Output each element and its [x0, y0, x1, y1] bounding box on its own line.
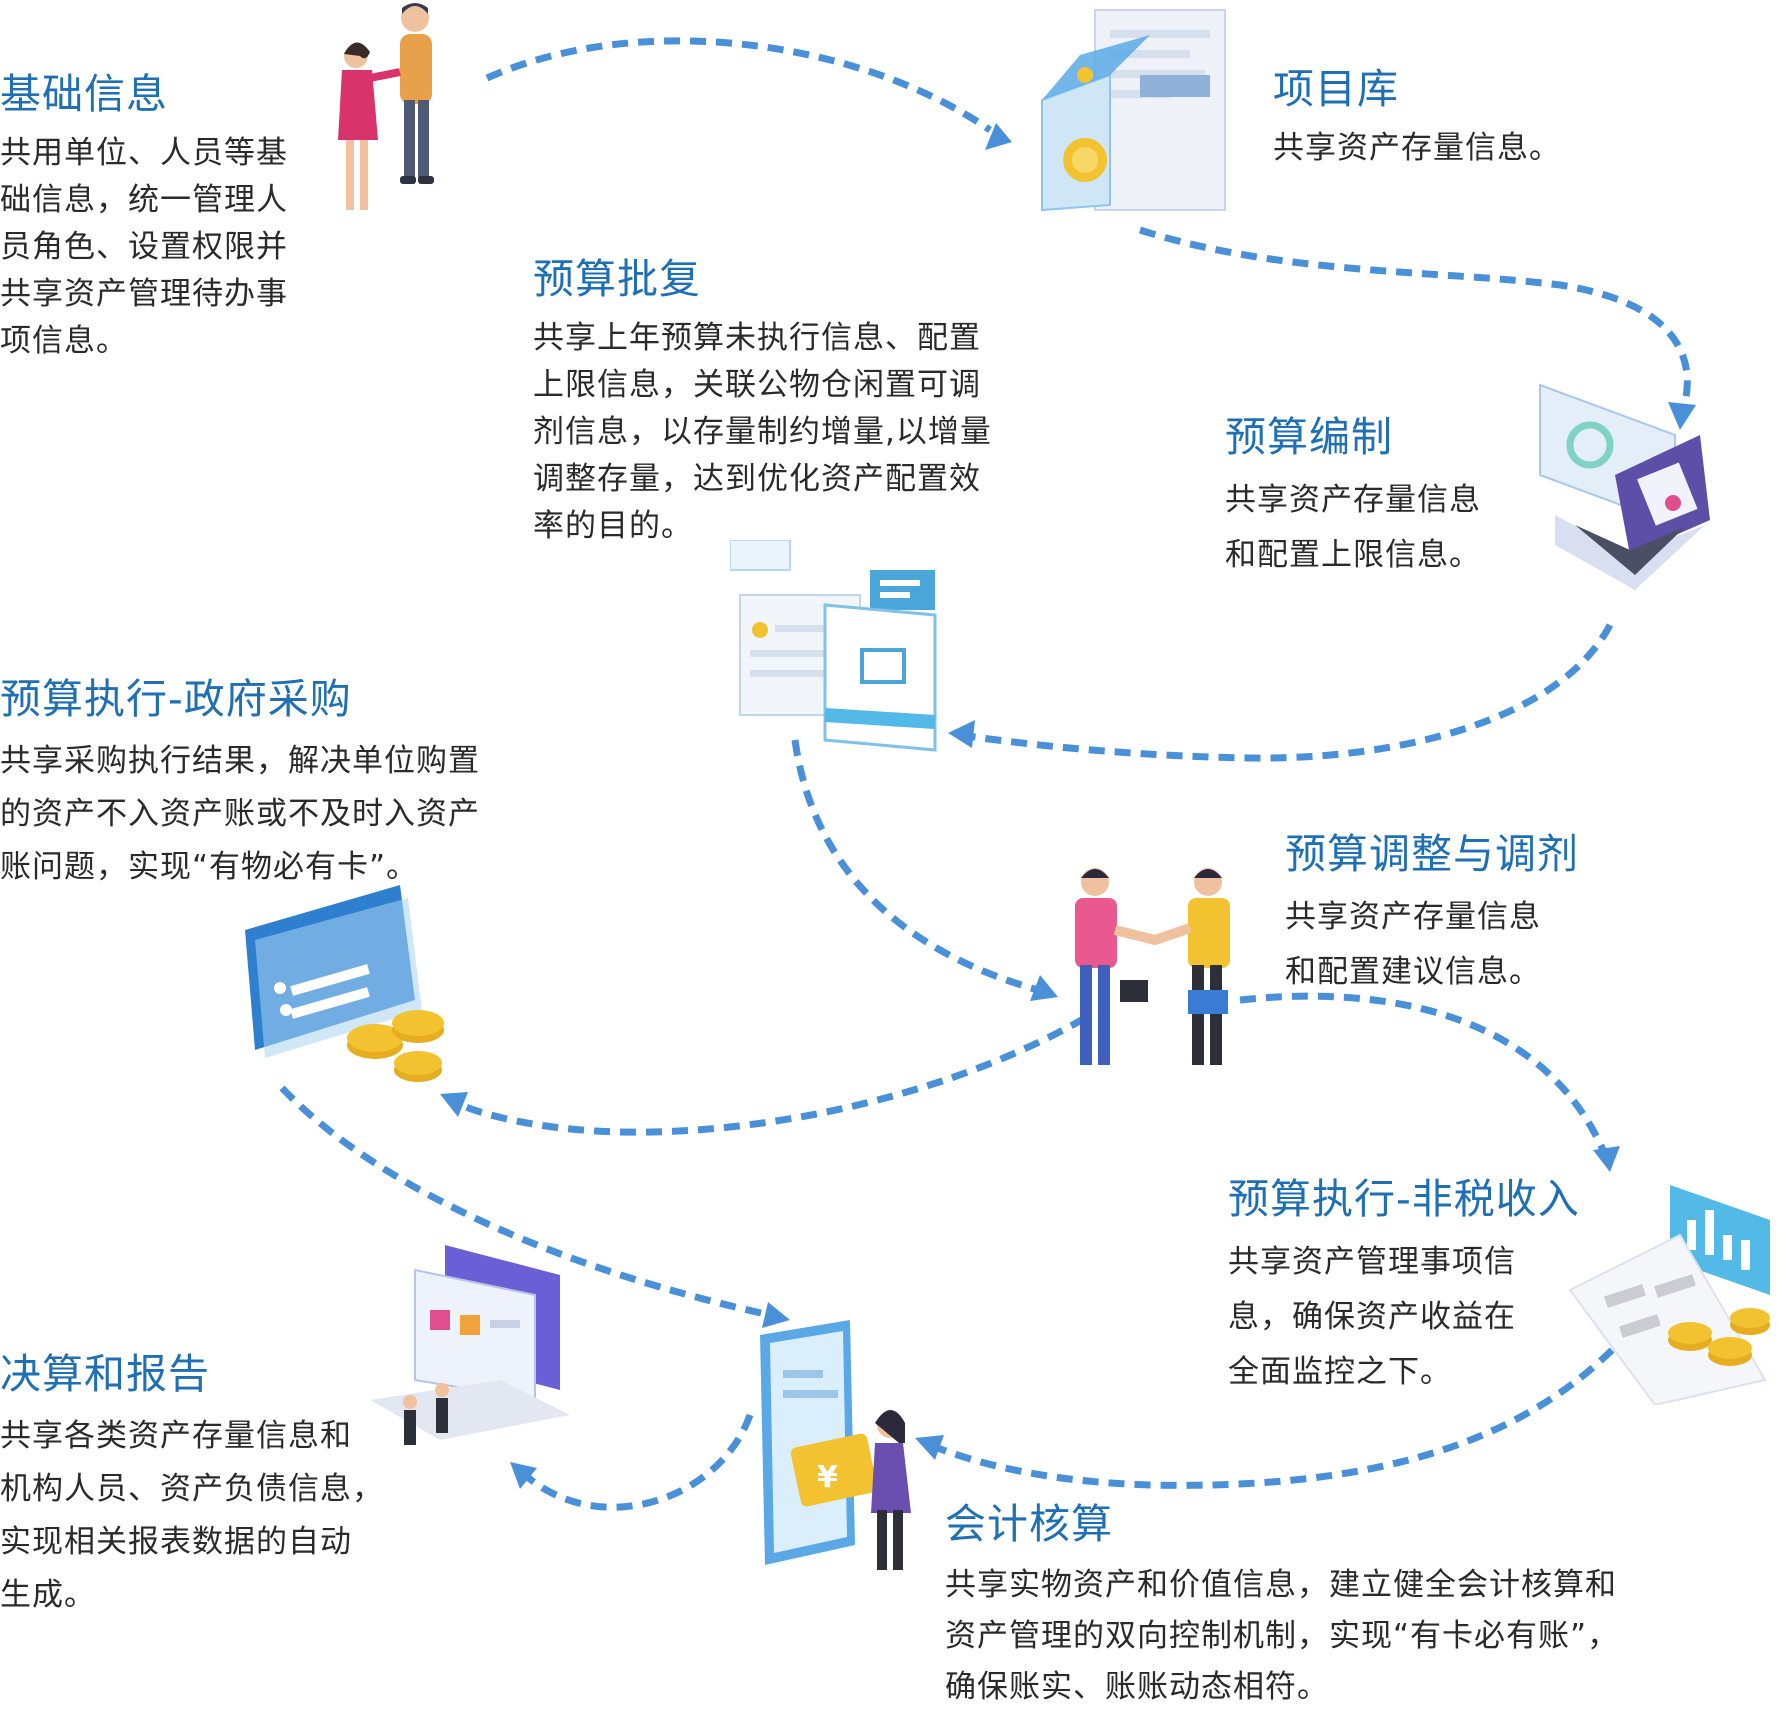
node-budget-adjust: 预算调整与调剂 共享资产存量信息 和配置建议信息。: [1285, 820, 1625, 1000]
card-coins-icon: [245, 885, 444, 1082]
node-line: 共享资产存量信息: [1285, 899, 1541, 935]
node-title: 预算调整与调剂: [1285, 830, 1579, 878]
node-line: 共享资产管理事项信: [1228, 1244, 1516, 1280]
arrow-procurement-to-accounting: [279, 1085, 771, 1319]
arrowhead-approval: [948, 720, 975, 748]
node-line: 共享采购执行结果，解决单位购置: [0, 743, 480, 779]
node-title: 项目库: [1273, 65, 1399, 113]
node-line: 生成。: [0, 1577, 96, 1613]
arrowhead-nontax: [1593, 1146, 1620, 1172]
document-stack-icon: [730, 540, 937, 752]
phone-payment-icon: ¥: [760, 1320, 911, 1570]
node-title: 决算和报告: [0, 1350, 210, 1398]
laptop-dashboard-icon: [1539, 383, 1710, 590]
node-title: 预算执行-政府采购: [0, 675, 352, 723]
arrowhead-prep: [1668, 402, 1696, 430]
arrow-accounting-to-report: [522, 1413, 754, 1511]
node-basic-info: 基础信息 共用单位、人员等基 础信息，统一管理人 员角色、设置权限并 共享资产管…: [0, 60, 320, 365]
arrow-approval-to-adjust: [791, 739, 1039, 994]
arrowhead-accounting-in: [915, 1435, 944, 1460]
report-laptop-icon: [370, 1245, 570, 1445]
arrowhead-accounting: [762, 1302, 790, 1328]
svg-text:¥: ¥: [817, 1460, 838, 1495]
node-nontax: 预算执行-非税收入 共享资产管理事项信 息，确保资产收益在 全面监控之下。: [1228, 1165, 1608, 1400]
arrow-project-to-prep: [1138, 226, 1691, 412]
node-line: 实现相关报表数据的自动: [0, 1524, 352, 1560]
node-accounting: 会计核算 共享实物资产和价值信息，建立健全会计核算和 资产管理的双向控制机制，实…: [945, 1490, 1705, 1713]
node-line: 和配置建议信息。: [1285, 954, 1541, 990]
arrowhead-procurement: [440, 1092, 468, 1117]
node-project-lib: 项目库 共享资产存量信息。: [1273, 55, 1603, 172]
handshake-icon: [1075, 868, 1230, 1065]
node-line: 息，确保资产收益在: [1228, 1299, 1516, 1335]
node-line: 础信息，统一管理人: [0, 182, 288, 218]
node-final-report: 决算和报告 共享各类资产存量信息和 机构人员、资产负债信息， 实现相关报表数据的…: [0, 1340, 410, 1622]
node-line: 共享实物资产和价值信息，建立健全会计核算和: [945, 1567, 1617, 1603]
node-line: 共享资产存量信息。: [1273, 130, 1561, 166]
node-line: 项信息。: [0, 323, 128, 359]
arrow-nontax-to-accounting: [928, 1347, 1615, 1489]
people-meeting-icon: [338, 3, 434, 210]
arrow-basic-to-project: [485, 37, 992, 133]
node-line: 员角色、设置权限并: [0, 229, 288, 265]
node-title: 预算执行-非税收入: [1228, 1175, 1580, 1223]
node-line: 剂信息，以存量制约增量,以增量: [533, 414, 992, 450]
node-title: 预算批复: [533, 255, 701, 303]
chart-coins-icon: [1568, 1185, 1770, 1405]
arrow-adjust-to-procurement: [453, 1014, 1087, 1136]
arrowhead-project: [985, 123, 1012, 150]
node-line: 账问题，实现“有物必有卡”。: [0, 849, 419, 885]
arrowhead-report: [510, 1462, 537, 1489]
node-line: 共享资产存量信息: [1225, 482, 1481, 518]
node-line: 机构人员、资产负债信息，: [0, 1471, 384, 1507]
node-title: 基础信息: [0, 70, 168, 118]
node-procurement: 预算执行-政府采购 共享采购执行结果，解决单位购置 的资产不入资产账或不及时入资…: [0, 665, 520, 894]
node-title: 会计核算: [945, 1500, 1113, 1548]
node-line: 上限信息，关联公物仓闲置可调: [533, 367, 981, 403]
node-line: 率的目的。: [533, 508, 693, 544]
node-line: 共享资产管理待办事: [0, 276, 288, 312]
node-line: 的资产不入资产账或不及时入资产: [0, 796, 480, 832]
node-budget-approval: 预算批复 共享上年预算未执行信息、配置 上限信息，关联公物仓闲置可调 剂信息，以…: [533, 245, 1033, 550]
node-line: 共享上年预算未执行信息、配置: [533, 320, 981, 356]
node-line: 共用单位、人员等基: [0, 135, 288, 171]
node-line: 调整存量，达到优化资产配置效: [533, 461, 981, 497]
arrow-adjust-to-nontax: [1239, 992, 1607, 1152]
node-line: 资产管理的双向控制机制，实现“有卡必有账”，: [945, 1618, 1620, 1654]
node-title: 预算编制: [1225, 413, 1393, 461]
arrow-prep-to-approval: [959, 623, 1614, 762]
arrowhead-adjust: [1030, 975, 1058, 1001]
node-line: 共享各类资产存量信息和: [0, 1418, 352, 1454]
database-document-icon: [1041, 9, 1226, 212]
node-line: 和配置上限信息。: [1225, 537, 1481, 573]
node-line: 全面监控之下。: [1228, 1354, 1452, 1390]
node-budget-prep: 预算编制 共享资产存量信息 和配置上限信息。: [1225, 403, 1525, 583]
